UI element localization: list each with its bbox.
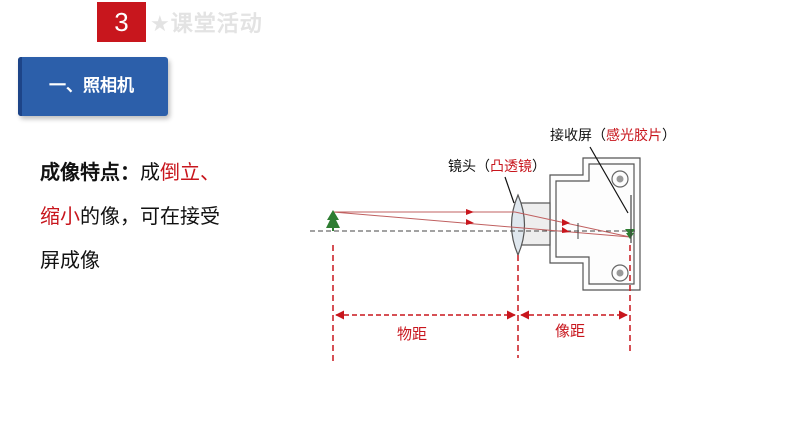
features-reduced: 缩小 bbox=[40, 204, 80, 228]
section-number-badge: 3 bbox=[97, 2, 146, 42]
screen-pointer bbox=[589, 146, 629, 214]
features-text-2: 的像，可在接受 bbox=[80, 204, 220, 228]
section-number: 3 bbox=[114, 6, 129, 37]
camera-body bbox=[549, 157, 641, 291]
screen-label: 接收屏（感光胶片） bbox=[550, 127, 676, 144]
object-tree-icon bbox=[326, 210, 340, 231]
features-line-1: 成像特点：成倒立、 bbox=[40, 150, 280, 194]
imaging-features: 成像特点：成倒立、 缩小的像，可在接受 屏成像 bbox=[40, 150, 280, 282]
camera-diagram: 镜头（凸透镜） 接收屏（感光胶片） 物距 像距 bbox=[310, 127, 676, 363]
features-inverted: 倒立、 bbox=[160, 160, 220, 184]
lens-pointer bbox=[504, 176, 515, 204]
section-tab-label: 一、照相机 bbox=[49, 76, 134, 96]
ray-arrow-4 bbox=[562, 227, 570, 233]
features-line-2: 缩小的像，可在接受 bbox=[40, 194, 280, 238]
features-text-1: 成 bbox=[140, 160, 160, 184]
lens-label: 镜头（凸透镜） bbox=[448, 159, 546, 175]
object-distance-label: 物距 bbox=[397, 325, 427, 343]
section-tab: 一、照相机 bbox=[18, 57, 168, 116]
distance-guides bbox=[332, 245, 631, 363]
camera-knob-bottom bbox=[611, 264, 629, 282]
features-line-3: 屏成像 bbox=[40, 248, 100, 272]
light-rays bbox=[332, 211, 631, 238]
image-distance-label: 像距 bbox=[555, 322, 585, 340]
features-heading: 成像特点： bbox=[40, 160, 140, 184]
ray-arrow-2 bbox=[466, 219, 474, 225]
image-tree-icon bbox=[625, 229, 635, 239]
ray-arrow-3 bbox=[562, 219, 570, 226]
ray-arrow-1 bbox=[466, 209, 474, 215]
camera-knob-top bbox=[611, 170, 629, 188]
section-tab-strip bbox=[18, 57, 22, 116]
activity-title: ★课堂活动 bbox=[150, 12, 263, 37]
